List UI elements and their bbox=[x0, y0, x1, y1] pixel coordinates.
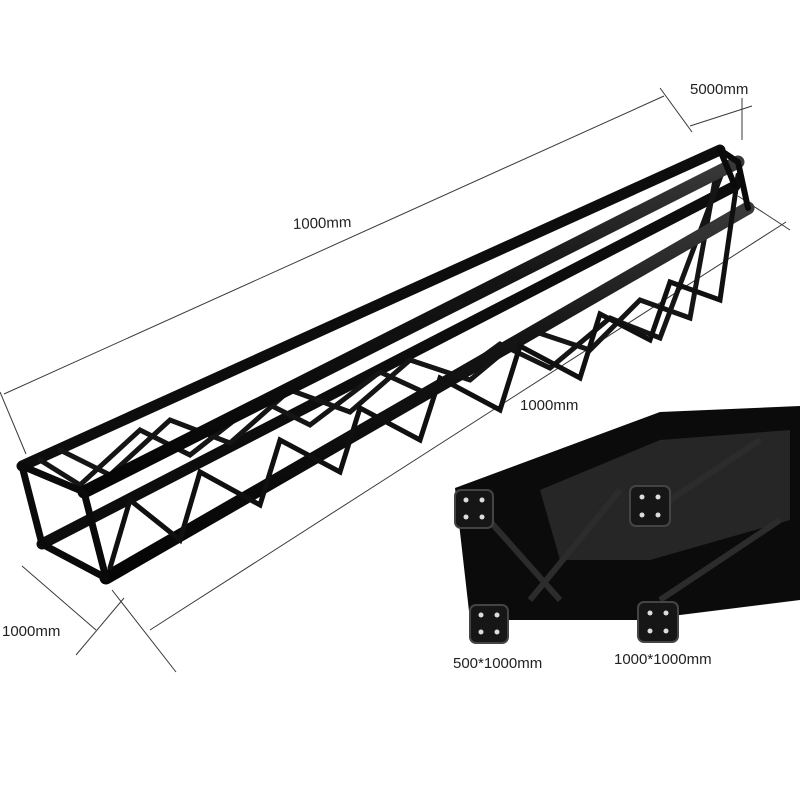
chord-top-front bbox=[77, 155, 745, 499]
tube-end-bottom-right bbox=[637, 601, 679, 643]
long-truss bbox=[16, 144, 755, 585]
detail-right-profile-label: 1000*1000mm bbox=[614, 651, 712, 668]
end-post-left-b bbox=[80, 488, 110, 582]
tube-end-top-right bbox=[629, 485, 671, 527]
end-rail-right-a bbox=[717, 147, 741, 165]
dimension-line-top-width bbox=[689, 105, 753, 127]
lacing-front bbox=[107, 172, 741, 571]
tube-end-top-left bbox=[454, 489, 494, 529]
end-post-right-a bbox=[717, 147, 738, 189]
lower-length-label: 1000mm bbox=[520, 397, 579, 414]
dimension-line-side bbox=[21, 565, 97, 631]
end-post-left-a bbox=[18, 462, 46, 548]
detail-truss bbox=[454, 406, 800, 644]
extension-line-left bbox=[0, 391, 27, 455]
dimension-line-long bbox=[3, 95, 665, 395]
extension-line-bottom bbox=[111, 589, 177, 673]
extension-line-top bbox=[659, 87, 693, 133]
extension-line-side bbox=[75, 597, 125, 656]
lacing-back bbox=[57, 177, 718, 479]
end-post-right-b bbox=[735, 159, 751, 211]
top-width-label: 5000mm bbox=[690, 81, 749, 98]
detail-tube-ends bbox=[454, 485, 679, 644]
chord-bottom-back bbox=[36, 180, 741, 550]
detail-brace-2 bbox=[527, 488, 623, 602]
side-width-label: 1000mm bbox=[2, 623, 61, 640]
detail-brace-4 bbox=[658, 517, 782, 603]
chord-top-back bbox=[16, 144, 726, 472]
chord-bottom-front bbox=[99, 201, 755, 585]
tube-end-bottom-left bbox=[469, 604, 509, 644]
end-rail-left-a bbox=[18, 462, 88, 496]
end-rail-left-b bbox=[38, 540, 110, 582]
detail-left-profile-label: 500*1000mm bbox=[453, 655, 543, 672]
main-length-label: 1000mm bbox=[292, 213, 352, 234]
